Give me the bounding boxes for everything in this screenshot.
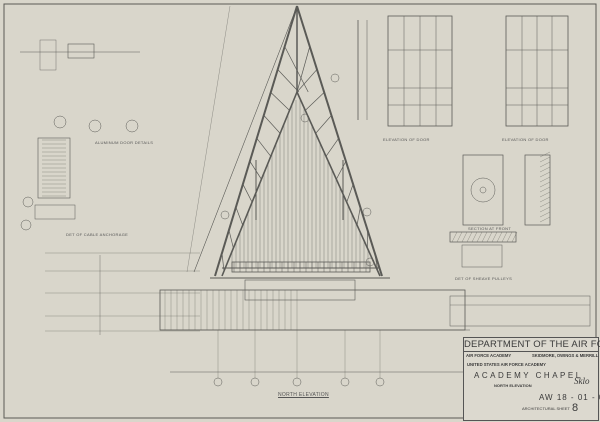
hatch-line <box>539 186 551 193</box>
callout-circle <box>362 207 372 217</box>
truss-member <box>284 46 309 93</box>
truss-member <box>346 184 354 203</box>
hatch-line <box>539 206 551 213</box>
sheave-side-detail <box>524 154 551 226</box>
glass-band <box>231 261 371 273</box>
hatch-line <box>506 231 513 243</box>
callout-circle <box>220 210 230 220</box>
section-marker <box>53 115 67 129</box>
section-marker <box>88 119 102 133</box>
truss-member <box>277 69 300 93</box>
hatch-line <box>539 211 551 218</box>
section-label: SECTION AT FRONT <box>468 226 512 231</box>
section-marker <box>125 119 139 133</box>
hatch-line <box>539 191 551 198</box>
truss-member <box>270 92 290 111</box>
section-marker <box>22 196 34 208</box>
hatch-line <box>539 156 551 163</box>
agency: AIR FORCE ACADEMY <box>466 353 512 358</box>
hatch-line <box>539 216 551 223</box>
callout-circle <box>300 113 310 123</box>
hatch-line <box>539 201 551 208</box>
client: UNITED STATES AIR FORCE ACADEMY <box>467 362 546 367</box>
hatch-line <box>539 171 551 178</box>
sheave-pulley <box>470 177 496 203</box>
hatch-line <box>451 231 458 243</box>
sheet-title: NORTH ELEVATION <box>494 383 532 388</box>
truss-member <box>336 161 347 180</box>
hatch-line <box>539 161 551 168</box>
truss-member <box>256 138 272 157</box>
cable-line <box>193 5 298 273</box>
sheet-number: 8 <box>572 402 579 414</box>
door-jamb-detail <box>37 137 71 199</box>
project-title: ACADEMY CHAPEL <box>474 371 583 380</box>
detail-section <box>39 39 57 71</box>
truss-member <box>356 207 361 226</box>
detail-section <box>449 295 591 327</box>
hatch-line <box>471 231 478 243</box>
hatch-line <box>456 231 463 243</box>
hatch-line <box>539 151 551 158</box>
sheave-detail <box>462 154 504 226</box>
hatch-line <box>511 231 518 243</box>
column-grid-marker <box>292 377 302 387</box>
truss-member <box>296 46 311 93</box>
door-elevation-label: ELEVATION OF DOOR <box>383 137 430 142</box>
hatch-line <box>476 231 483 243</box>
hatch-line <box>466 231 473 243</box>
truss-member <box>228 230 234 249</box>
truss-member <box>296 69 318 93</box>
inner-frame-left <box>221 91 298 277</box>
truss-member <box>263 115 281 134</box>
spire-outer-left <box>214 5 298 277</box>
sheave-pulleys-label: DET OF SHEAVE PULLEYS <box>455 276 513 281</box>
hatch-line <box>491 231 498 243</box>
north-elevation-label: NORTH ELEVATION <box>278 392 329 398</box>
dimension-line <box>186 5 231 273</box>
truss-member <box>249 161 262 180</box>
column-grid-marker <box>340 377 350 387</box>
hatch-line <box>539 181 551 188</box>
title-block: DEPARTMENT OF THE AIR FORCE AIR FORCE AC… <box>463 337 600 421</box>
truss-member <box>315 115 332 134</box>
truss-member <box>242 184 253 203</box>
podium <box>159 289 466 331</box>
hatch-line <box>539 176 551 183</box>
sheave-axle <box>479 186 487 194</box>
signature: Sklo <box>574 376 590 386</box>
callout-circle <box>365 257 375 267</box>
door-details-label: ALUMINUM DOOR DETAILS <box>95 140 154 145</box>
section-marker <box>20 219 32 231</box>
discipline: ARCHITECTURAL SHEET <box>522 406 570 411</box>
department-title: DEPARTMENT OF THE AIR FORCE <box>464 339 600 352</box>
entry-block <box>244 279 356 301</box>
hatch-line <box>481 231 488 243</box>
architect: SKIDMORE, OWINGS & MERRILL <box>532 353 599 358</box>
sheet-border <box>3 3 597 419</box>
truss-member <box>235 207 244 226</box>
callout-circle <box>330 73 340 83</box>
inner-frame-right <box>296 91 381 277</box>
truss-member <box>325 138 339 157</box>
cable-anchorage-label: DET OF CABLE ANCHORAGE <box>66 232 129 237</box>
pulley-bracket <box>461 244 503 268</box>
hatch-line <box>539 166 551 173</box>
column-grid-marker <box>250 377 260 387</box>
detail-section <box>67 43 95 59</box>
column-grid-marker <box>213 377 223 387</box>
pulley-beam <box>449 231 517 243</box>
door-elevation-label-2: ELEVATION OF DOOR <box>502 137 549 142</box>
hatch-line <box>461 231 468 243</box>
hatch-line <box>496 231 503 243</box>
drawing-number: AW 18 - 01 - 01 <box>539 393 600 402</box>
hatch-line <box>501 231 508 243</box>
detail-section <box>34 204 76 220</box>
hatch-line <box>486 231 493 243</box>
hatch-line <box>539 196 551 203</box>
column-grid-marker <box>375 377 385 387</box>
truss-member <box>305 92 325 111</box>
